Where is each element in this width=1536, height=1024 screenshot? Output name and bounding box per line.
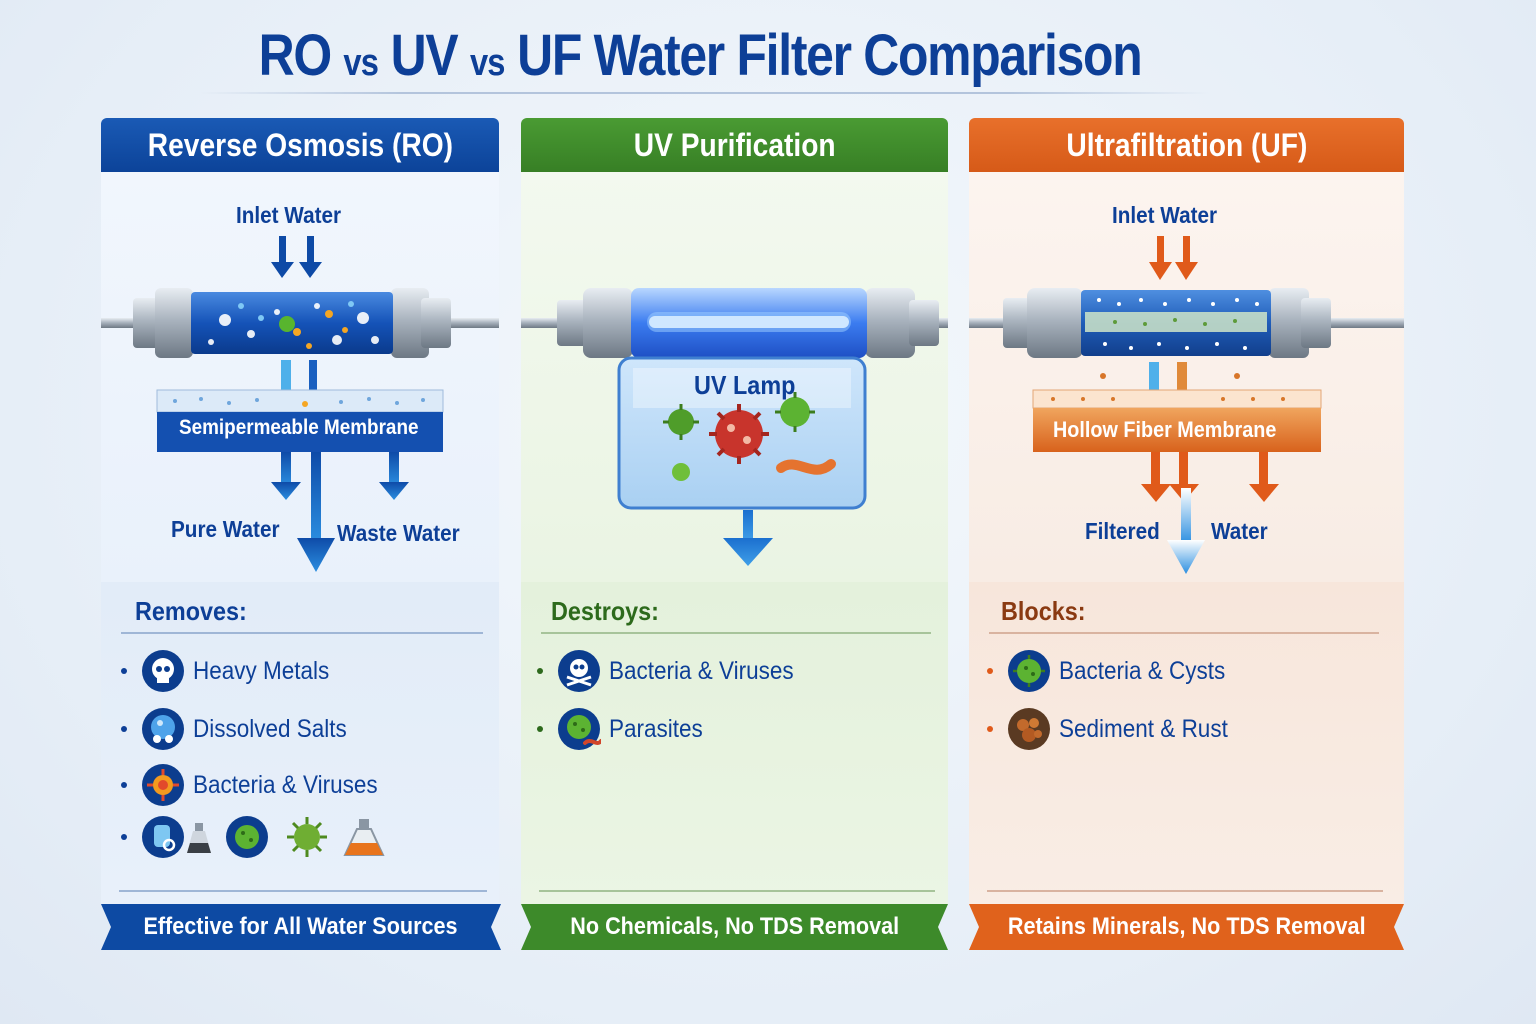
ro-info: Removes: Heavy Metals Dissolved Salts xyxy=(101,582,499,904)
uf-membrane-label: Hollow Fiber Membrane xyxy=(1053,417,1277,442)
skull-icon xyxy=(142,650,184,692)
uv-section-title: Destroys: xyxy=(551,596,659,626)
uf-water-label: Water xyxy=(1211,518,1268,544)
uv-section-rule xyxy=(541,632,931,634)
ro-filter-diagram xyxy=(101,236,499,572)
uf-inlet-arrows xyxy=(1149,236,1198,280)
uv-output-arrow xyxy=(723,510,773,566)
item-label: Bacteria & Viruses xyxy=(609,656,794,685)
ro-section-title: Removes: xyxy=(135,596,247,626)
ro-output-arrows xyxy=(271,452,409,572)
uf-membrane xyxy=(1033,408,1321,452)
ro-inlet-arrows xyxy=(271,236,322,278)
ro-footer-text: Effective for All Water Sources xyxy=(142,913,458,940)
list-item: Bacteria & Viruses xyxy=(537,648,814,694)
virus-icon xyxy=(142,764,184,806)
ro-waste-water-label: Waste Water xyxy=(337,520,460,546)
beaker-icon xyxy=(142,816,184,858)
ro-bottom-rule xyxy=(119,890,487,892)
list-item: Heavy Metals xyxy=(121,648,344,694)
item-label: Bacteria & Viruses xyxy=(193,770,378,799)
list-item-icons xyxy=(121,814,391,860)
ro-footer: Effective for All Water Sources xyxy=(101,904,501,950)
uf-inlet-label: Inlet Water xyxy=(1112,202,1218,228)
chemical-flask-icon xyxy=(343,819,385,856)
uf-filter-diagram xyxy=(969,236,1404,574)
list-item: Bacteria & Cysts xyxy=(987,648,1244,694)
contaminant-icons xyxy=(142,816,385,858)
item-label: Bacteria & Cysts xyxy=(1059,656,1226,685)
ro-header: Reverse Osmosis (RO) xyxy=(101,118,499,172)
virus-icon xyxy=(287,817,327,857)
uv-bottom-rule xyxy=(539,890,935,892)
microbes xyxy=(663,392,836,481)
uv-info: Destroys: Bacteria & Viruses Parasites xyxy=(521,582,948,904)
uv-lamp-label: UV Lamp xyxy=(694,370,796,400)
uf-footer-text: Retains Minerals, No TDS Removal xyxy=(1007,913,1366,940)
item-label: Dissolved Salts xyxy=(193,714,347,743)
title-divider xyxy=(200,92,1210,94)
uf-footer: Retains Minerals, No TDS Removal xyxy=(969,904,1404,950)
uf-panel: Ultrafiltration (UF) xyxy=(969,118,1404,952)
uf-section-rule xyxy=(989,632,1379,634)
parasite-icon xyxy=(558,708,601,750)
item-label: Heavy Metals xyxy=(193,656,330,685)
uf-section-title: Blocks: xyxy=(1001,596,1086,626)
item-label: Sediment & Rust xyxy=(1059,714,1228,743)
uf-header: Ultrafiltration (UF) xyxy=(969,118,1404,172)
flask-icon xyxy=(187,823,211,853)
title-vs-1: vs xyxy=(343,42,379,84)
uv-footer: No Chemicals, No TDS Removal xyxy=(521,904,948,950)
uv-panel: UV Purification xyxy=(521,118,948,952)
page-title: RO vs UV vs UF Water Filter Comparison xyxy=(98,22,1302,89)
list-item: Sediment & Rust xyxy=(987,706,1247,752)
ro-section-rule xyxy=(121,632,483,634)
skull-crossbones-icon xyxy=(558,650,600,692)
list-item: Bacteria & Viruses xyxy=(121,762,398,808)
uf-bottom-rule xyxy=(987,890,1383,892)
item-label: Parasites xyxy=(609,714,703,743)
uv-filter-diagram xyxy=(521,288,948,566)
ro-membrane-label: Semipermeable Membrane xyxy=(179,416,419,439)
uf-diagram: Inlet Water Hollow Fiber Membrane Filter… xyxy=(969,172,1404,582)
salt-icon xyxy=(142,708,184,750)
uf-output-arrows xyxy=(1141,452,1279,502)
sediment-icon xyxy=(1008,708,1050,750)
ro-diagram: Inlet Water Semipermeable Membrane Pure … xyxy=(101,172,499,582)
ro-inlet-label: Inlet Water xyxy=(236,202,342,228)
title-uv: UV xyxy=(390,23,459,88)
germ-icon xyxy=(226,816,268,858)
germ-icon xyxy=(1008,650,1050,692)
title-vs-2: vs xyxy=(469,42,506,84)
ro-pure-water-label: Pure Water xyxy=(171,516,280,542)
title-ro: RO xyxy=(258,23,333,88)
list-item: Parasites xyxy=(537,706,713,752)
uv-diagram: UV Lamp xyxy=(521,172,948,582)
list-item: Dissolved Salts xyxy=(121,706,364,752)
ro-membrane xyxy=(157,412,443,452)
title-rest: UF Water Filter Comparison xyxy=(517,23,1143,88)
uv-footer-text: No Chemicals, No TDS Removal xyxy=(570,913,899,940)
uf-info: Blocks: Bacteria & Cysts Sediment & Rust xyxy=(969,582,1404,904)
uf-filtered-label: Filtered xyxy=(1085,518,1160,544)
ro-panel: Reverse Osmosis (RO) xyxy=(101,118,501,952)
uv-header: UV Purification xyxy=(521,118,948,172)
